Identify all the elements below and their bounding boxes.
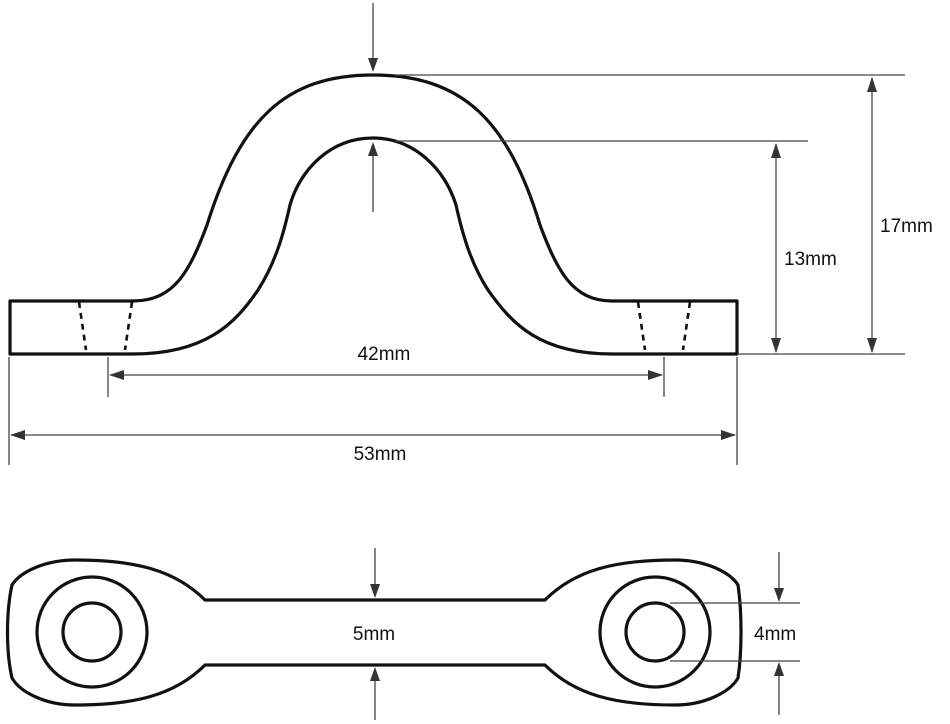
- dim-17mm-label: 17mm: [880, 216, 933, 237]
- dim-13mm-label: 13mm: [784, 249, 837, 270]
- left-hole-hidden-line-b: [123, 301, 134, 351]
- dim-13mm-arrow-bottom: [771, 338, 781, 353]
- right-hole-hidden-line-a: [636, 301, 647, 351]
- dim-13mm-arrow-top: [771, 143, 781, 158]
- dim-53mm-label: 53mm: [354, 444, 407, 465]
- right-eye-hole: [624, 601, 686, 663]
- side-view: 17mm 13mm 42mm 53mm: [8, 3, 933, 465]
- right-eye-outer-circle: [598, 575, 712, 689]
- dim-5mm-label: 5mm: [353, 624, 395, 645]
- left-hole-hidden-line-a: [77, 301, 88, 351]
- dim-4mm-arrowhead-bottom: [774, 662, 784, 676]
- dim-5mm-arrowhead-bottom: [370, 667, 380, 681]
- apex-inner-pointer-arrowhead: [368, 142, 378, 156]
- top-view-outline: [5, 558, 743, 707]
- dim-53mm-arrow-right: [721, 430, 736, 440]
- dim-17mm-arrow-bottom: [867, 338, 877, 353]
- left-eye-outer-circle: [35, 575, 149, 689]
- side-view-outline: [8, 73, 739, 356]
- dim-4mm-arrowhead-top: [774, 588, 784, 602]
- dim-42mm-label: 42mm: [358, 344, 411, 365]
- dim-42mm-arrow-left: [109, 370, 124, 380]
- top-view: 5mm 4mm: [5, 548, 800, 720]
- dim-42mm-arrow-right: [648, 370, 663, 380]
- left-eye-hole: [61, 601, 123, 663]
- apex-outer-pointer-arrowhead: [368, 58, 378, 72]
- dim-4mm-label: 4mm: [754, 624, 796, 645]
- dim-5mm-arrowhead-top: [370, 584, 380, 598]
- right-hole-hidden-line-b: [681, 301, 692, 351]
- dim-17mm-arrow-top: [867, 77, 877, 92]
- dim-53mm-arrow-left: [10, 430, 25, 440]
